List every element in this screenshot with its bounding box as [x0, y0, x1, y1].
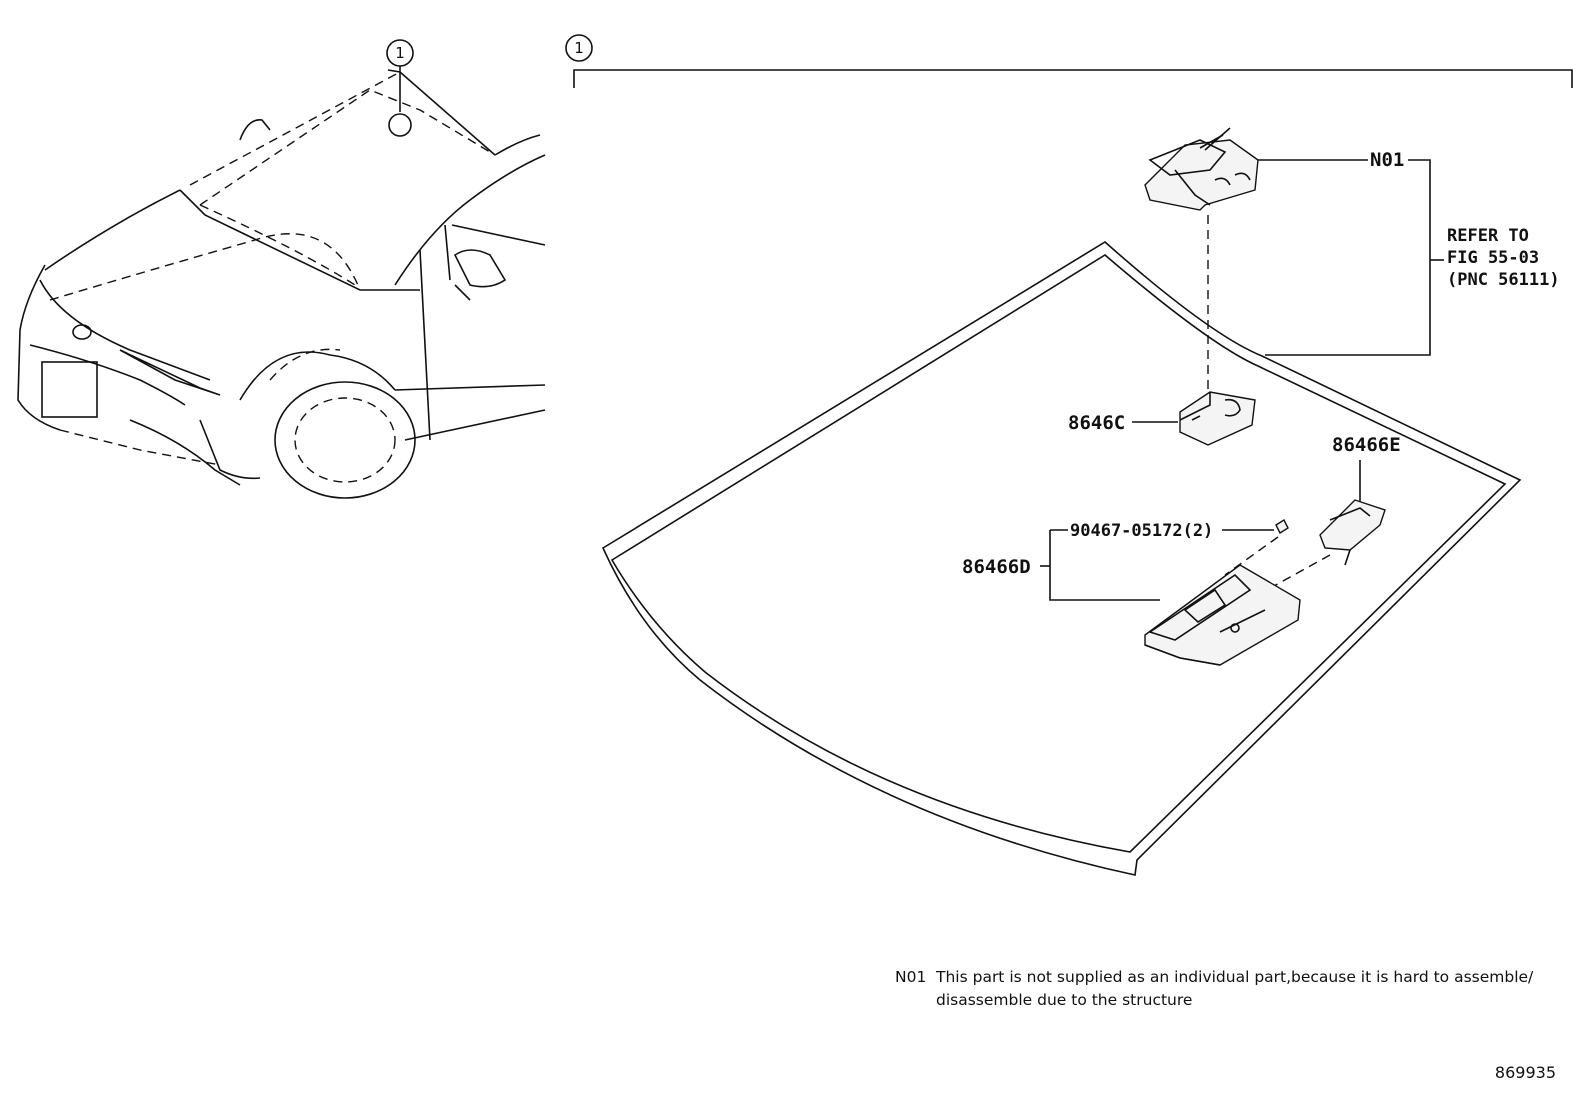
car-illustration: 1 [17, 39, 546, 499]
label-86466e: 86466E [1332, 434, 1401, 456]
footnote-n01: N01 This part is not supplied as an indi… [895, 968, 1534, 1009]
refer-to-line3: (PNC 56111) [1447, 270, 1560, 290]
ref-marker: 1 [574, 39, 584, 57]
cover-86466d [1144, 564, 1301, 666]
note-line2: disassemble due to the structure [936, 991, 1192, 1009]
reference-bracket: 1 [565, 34, 1573, 88]
label-n01: N01 [1370, 149, 1404, 171]
bracket-8646c [1179, 391, 1256, 446]
label-8646c: 8646C [1068, 412, 1125, 434]
note-line1: This part is not supplied as an individu… [935, 968, 1534, 986]
refer-to-line2: FIG 55-03 [1447, 248, 1539, 268]
clip-86466e [1319, 499, 1386, 566]
refer-to-line1: REFER TO [1447, 226, 1529, 246]
label-90467: 90467-05172(2) [1070, 521, 1213, 541]
windshield-glass [601, 241, 1522, 876]
figure-number: 869935 [1495, 1063, 1556, 1082]
car-callout-marker: 1 [395, 44, 405, 62]
screw-90467 [1275, 518, 1289, 535]
n01-sensor-housing [1144, 127, 1259, 211]
note-code: N01 [895, 968, 926, 986]
label-86466d: 86466D [962, 556, 1031, 578]
